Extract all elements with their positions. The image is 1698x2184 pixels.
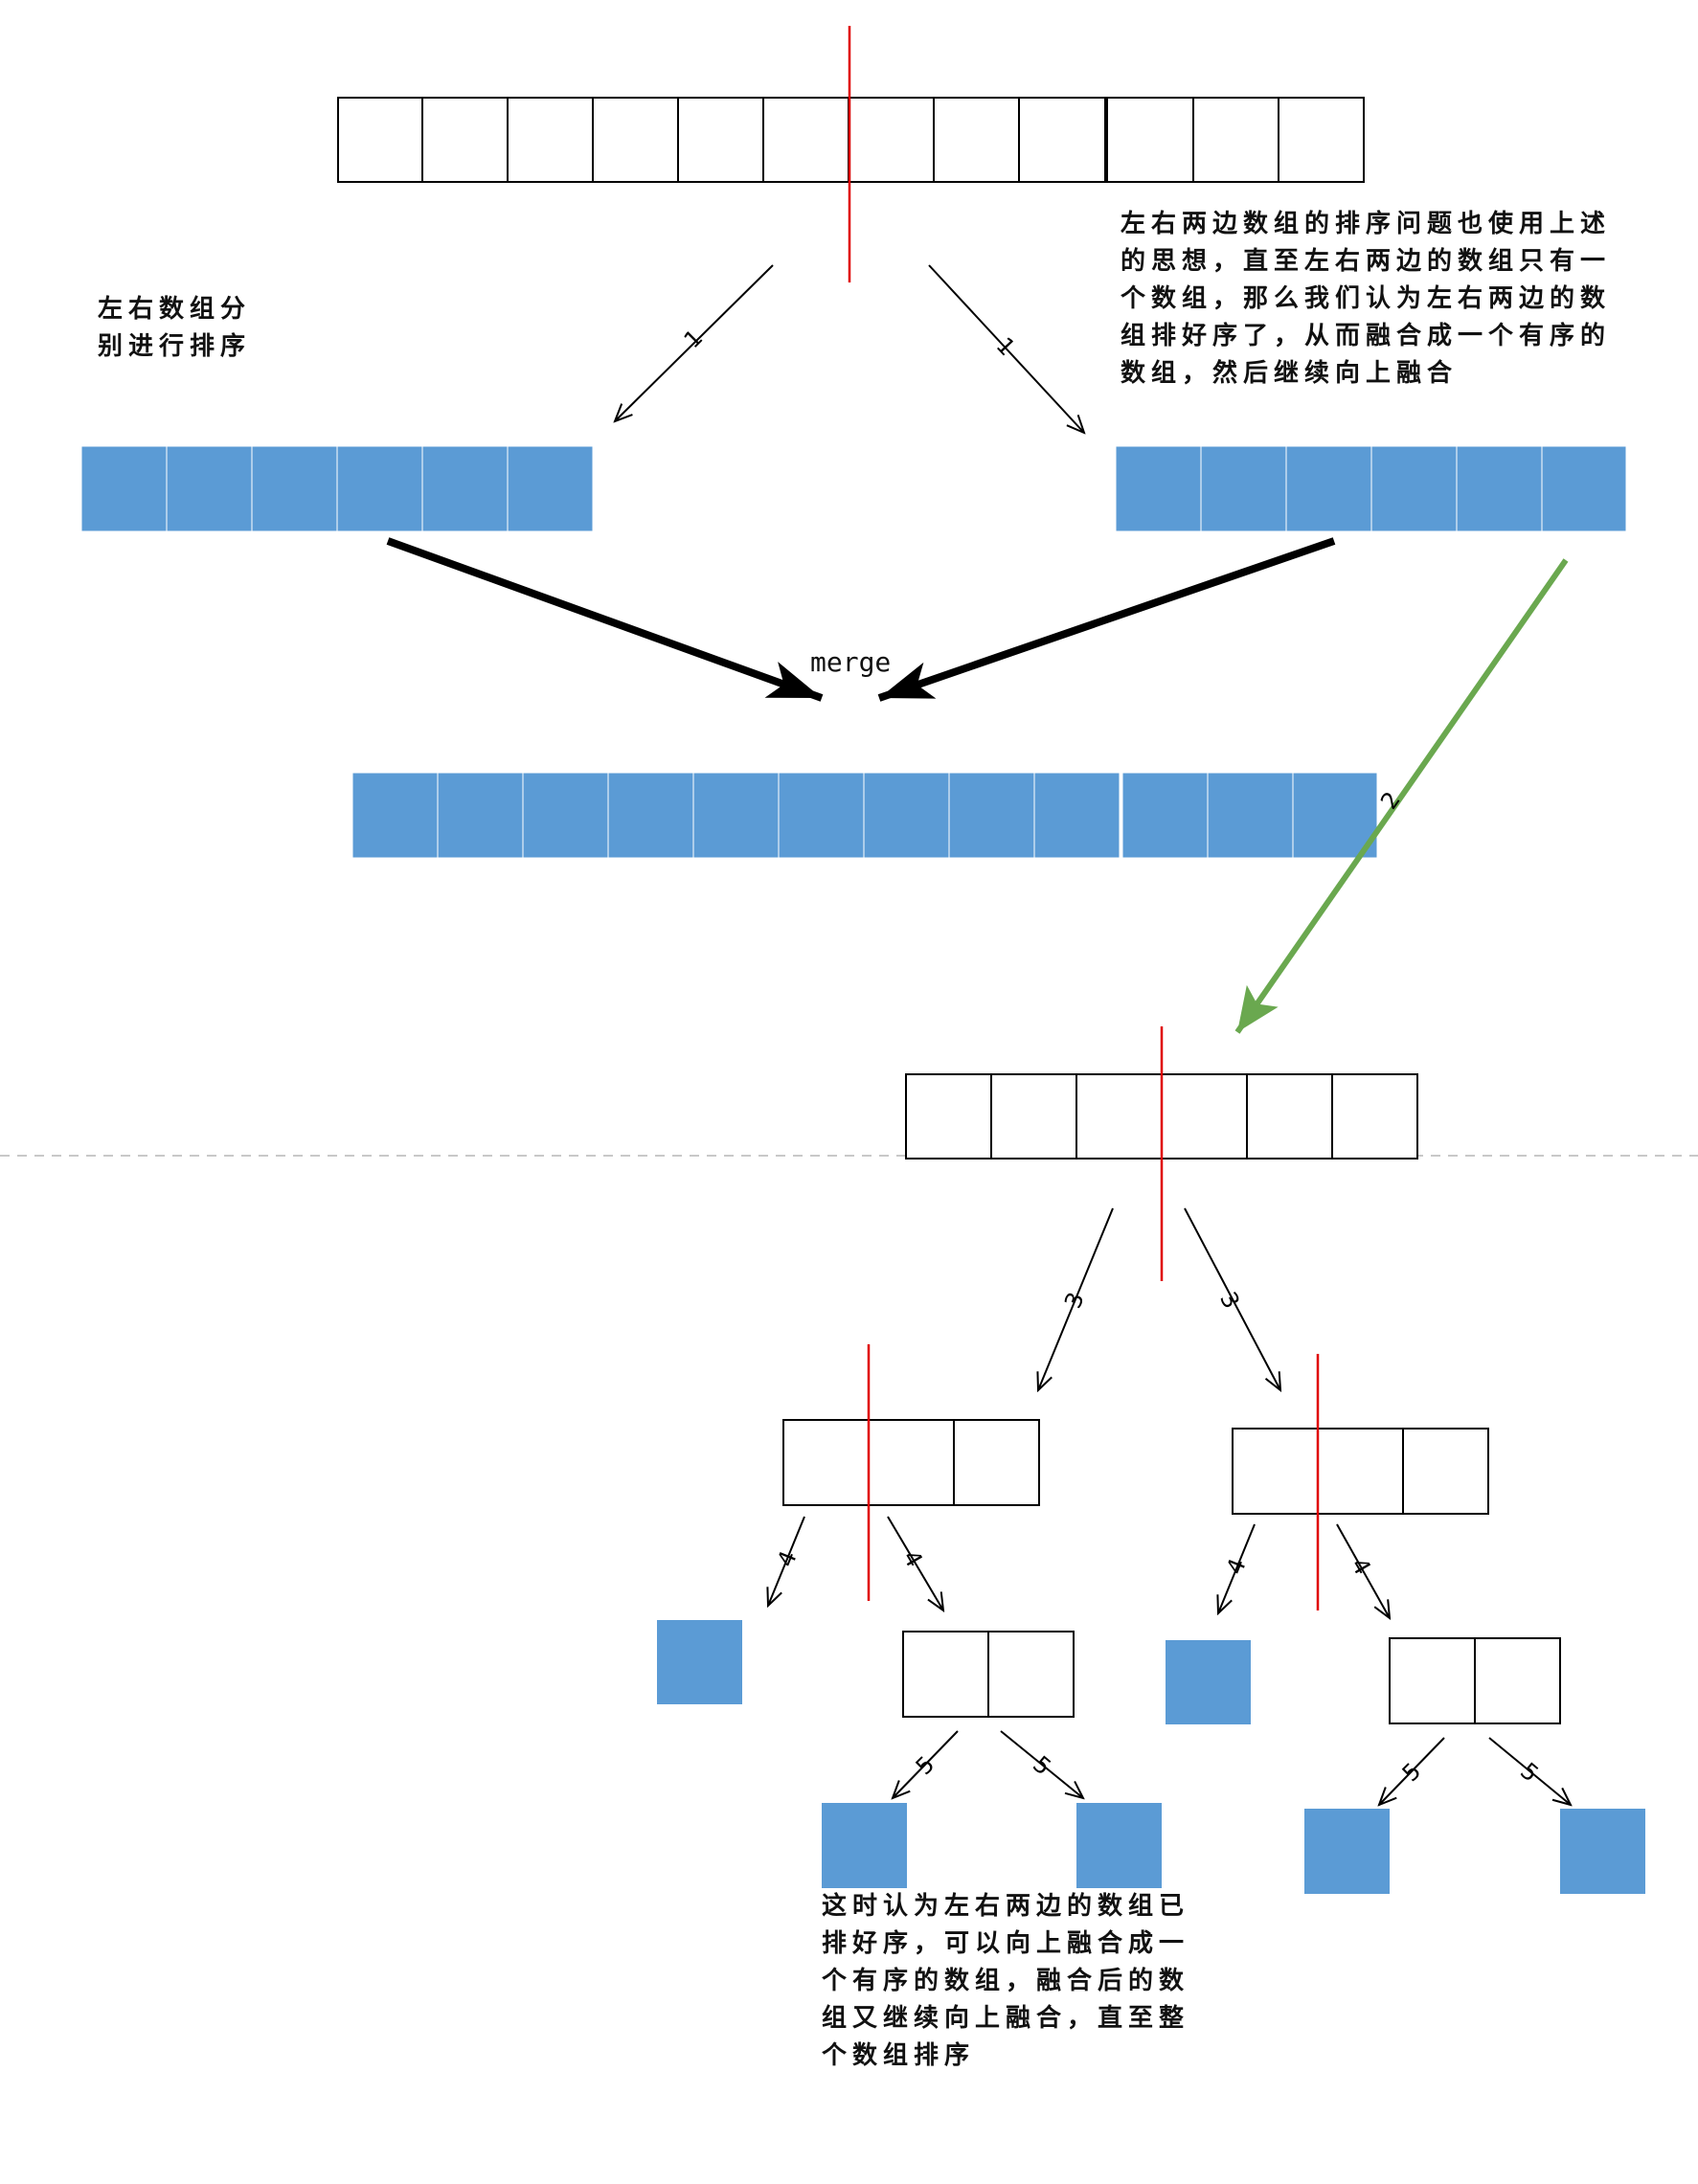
sorted-cell	[80, 445, 168, 532]
merged-cell	[778, 772, 865, 859]
merged-cell	[1292, 772, 1378, 859]
step-number-4: 4	[772, 1547, 803, 1571]
array-cell	[507, 97, 594, 183]
merged-cell	[692, 772, 780, 859]
step-number-1-left: 1	[679, 325, 709, 354]
split-arrow	[1336, 1523, 1390, 1618]
merged-array	[351, 772, 1378, 859]
sorted-cell	[251, 445, 338, 532]
split-arrow-right	[1184, 1207, 1280, 1390]
leaf-sorted-cell	[1304, 1809, 1390, 1894]
sorted-cell	[421, 445, 509, 532]
merged-cell	[607, 772, 694, 859]
merged-cell	[437, 772, 524, 859]
array-cell	[1106, 97, 1194, 183]
sub-array-2-left	[902, 1631, 1075, 1718]
array-cell	[905, 1073, 992, 1160]
split-arrow-left	[1038, 1207, 1114, 1390]
split-arrow-right	[928, 264, 1084, 433]
merged-cell	[1033, 772, 1121, 859]
array-cell	[762, 97, 849, 183]
array-cell	[1246, 1073, 1333, 1160]
array-cell	[421, 97, 509, 183]
split-arrow	[1000, 1730, 1083, 1798]
merged-cell	[1207, 772, 1294, 859]
merged-cell	[863, 772, 950, 859]
bottom-note: 这时认为左右两边的数组已 排好序，可以向上融合成一 个有序的数组，融合后的数 组…	[822, 1892, 1190, 2070]
array-cell	[1075, 1073, 1163, 1160]
array-cell	[1331, 1073, 1418, 1160]
leaf-sorted-cell	[1166, 1640, 1251, 1724]
leaf-sorted-cell	[822, 1803, 907, 1888]
array-cell	[902, 1631, 989, 1718]
split-arrow-left	[615, 264, 774, 421]
split-note: 左右数组分 别进行排序	[98, 295, 252, 361]
split-arrow	[1379, 1737, 1445, 1805]
array-cell	[1402, 1428, 1489, 1515]
merged-cell	[1121, 772, 1209, 859]
array-cell	[953, 1419, 1040, 1506]
step-number-4: 4	[1346, 1553, 1376, 1579]
step-number-4: 4	[897, 1545, 928, 1571]
recursion-note: 左右两边数组的排序问题也使用上述 的思想，直至左右两边的数组只有一 个数组，那么…	[1121, 210, 1612, 388]
array-cell	[337, 97, 423, 183]
array-cell	[987, 1631, 1075, 1718]
array-cell	[1161, 1073, 1248, 1160]
array-cell	[1018, 97, 1106, 183]
sub-array-2-right	[1389, 1637, 1561, 1724]
array-cell	[592, 97, 679, 183]
leaf-sorted-cell	[1560, 1809, 1645, 1894]
sorted-cell	[1285, 445, 1372, 532]
split-arrow	[1488, 1737, 1571, 1805]
merge-label: merge	[810, 646, 892, 678]
step-number-3-right: 3	[1214, 1288, 1245, 1314]
array-cell	[933, 97, 1020, 183]
array-cell	[1317, 1428, 1404, 1515]
array-cell	[782, 1419, 870, 1506]
step-number-3-left: 3	[1059, 1289, 1090, 1313]
sub-array-6	[905, 1073, 1418, 1160]
array-cell	[848, 97, 935, 183]
right-sorted-array	[1115, 445, 1627, 532]
sorted-cell	[166, 445, 253, 532]
sorted-cell	[336, 445, 423, 532]
merged-cell	[351, 772, 439, 859]
sorted-cell	[1370, 445, 1458, 532]
split-arrow	[887, 1516, 943, 1610]
array-cell	[868, 1419, 955, 1506]
sorted-cell	[507, 445, 594, 532]
array-cell	[990, 1073, 1077, 1160]
step-number-4: 4	[1221, 1555, 1252, 1579]
top-array	[337, 97, 1365, 183]
sub-array-3-right	[1232, 1428, 1489, 1515]
sorted-cell	[1456, 445, 1543, 532]
leaf-sorted-cell	[1076, 1803, 1162, 1888]
sub-array-3-left	[782, 1419, 1040, 1506]
array-cell	[1389, 1637, 1476, 1724]
array-cell	[1474, 1637, 1561, 1724]
sorted-cell	[1541, 445, 1627, 532]
sorted-cell	[1200, 445, 1287, 532]
split-arrow	[768, 1516, 805, 1606]
merge-arrow-left	[386, 537, 824, 702]
leaf-sorted-cell	[657, 1620, 742, 1704]
recursion-arrow	[1234, 558, 1569, 1034]
split-arrow	[893, 1730, 959, 1798]
merge-arrow-right	[877, 537, 1336, 702]
array-cell	[1192, 97, 1279, 183]
merged-cell	[948, 772, 1035, 859]
array-cell	[1232, 1428, 1319, 1515]
step-number-2: 2	[1375, 787, 1406, 815]
left-sorted-array	[80, 445, 594, 532]
split-arrow	[1218, 1523, 1256, 1613]
sorted-cell	[1115, 445, 1202, 532]
merged-cell	[522, 772, 609, 859]
array-cell	[1278, 97, 1365, 183]
step-number-5: 5	[1028, 1750, 1056, 1780]
array-cell	[677, 97, 764, 183]
